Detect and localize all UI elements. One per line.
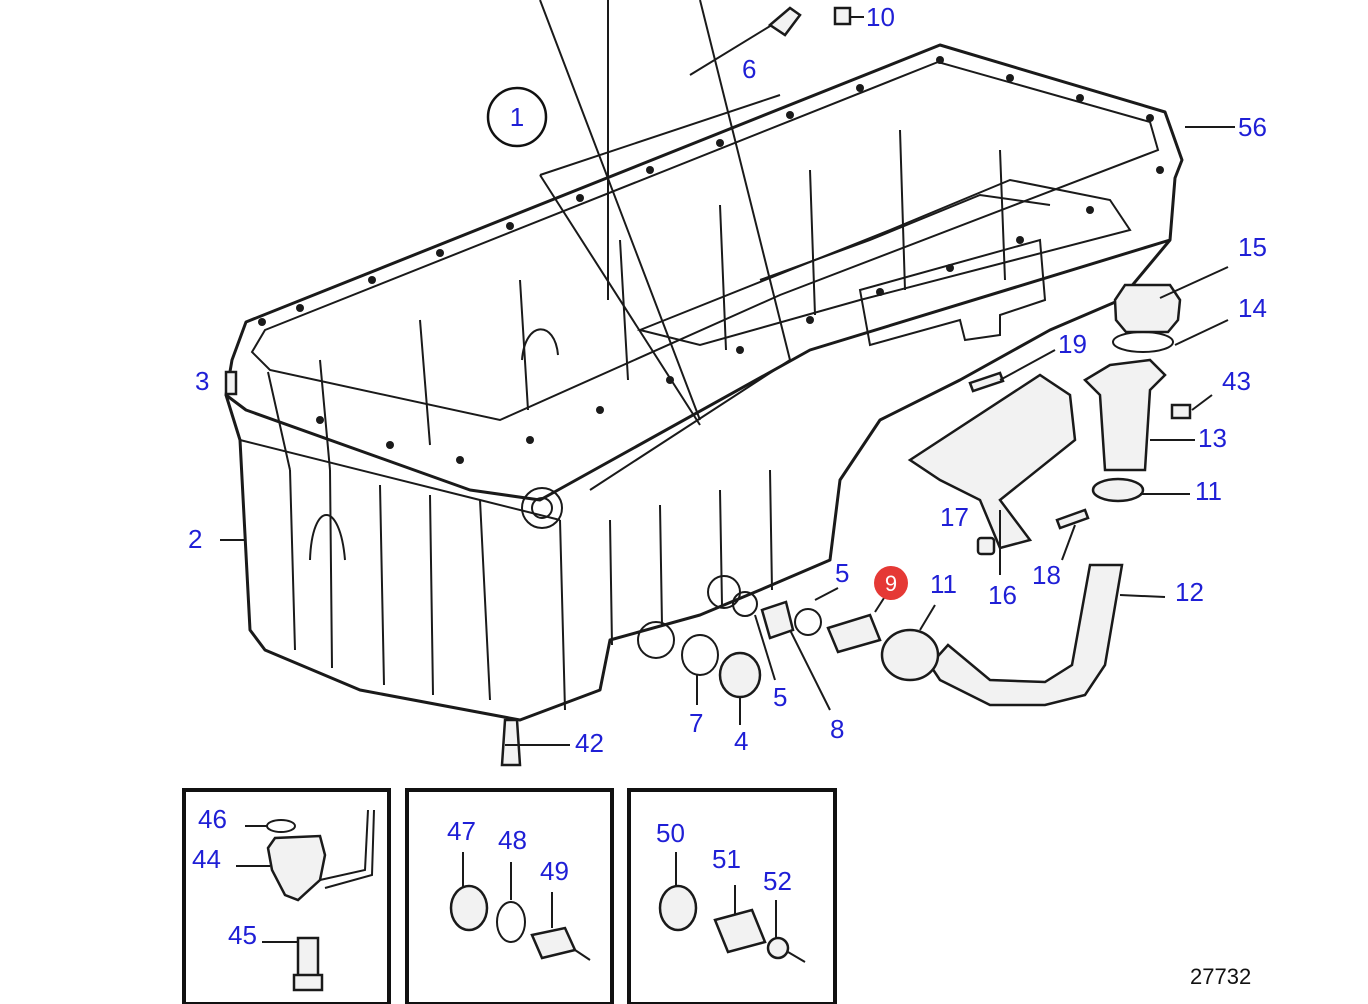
callout-43[interactable]: 43 [1222,366,1251,396]
callout-9[interactable]: 9 [885,571,897,596]
oil-fill-hose [928,563,1124,707]
callout-labels: 10 6 56 15 14 19 43 13 3 11 17 2 16 18 5… [188,2,1267,758]
callout-2[interactable]: 2 [188,524,202,554]
plug-8 [760,600,795,640]
leader-lines [220,16,1235,746]
o-ring-7 [681,634,719,676]
detail-box-2: 47 48 49 [405,788,614,1004]
detail-box-3: 50 51 52 [627,788,837,1004]
callout-12[interactable]: 12 [1175,577,1204,607]
hose-clamp-upper [1091,477,1145,503]
callout-14[interactable]: 14 [1238,293,1267,323]
plug-4 [718,651,762,699]
callout-11-lower[interactable]: 11 [930,569,957,599]
callout-19[interactable]: 19 [1058,329,1087,359]
callout-49[interactable]: 49 [540,856,569,886]
callout-6[interactable]: 6 [742,54,756,84]
callout-9-highlight[interactable] [874,566,908,600]
callout-3[interactable]: 3 [195,366,209,396]
callout-47[interactable]: 47 [447,816,476,846]
bolt-18 [1055,508,1090,530]
callout-13[interactable]: 13 [1198,423,1227,453]
drawing-reference-number: 27732 [1190,964,1251,989]
dipstick [689,6,802,76]
cap-o-ring [1112,331,1174,353]
callout-44[interactable]: 44 [192,844,221,874]
filler-cap [1113,283,1182,334]
adapter-9 [826,613,882,654]
callout-45[interactable]: 45 [228,920,257,950]
detail-circle [486,86,548,148]
callout-46[interactable]: 46 [198,804,227,834]
callout-52[interactable]: 52 [763,866,792,896]
bolt-43 [1170,403,1192,420]
callout-7[interactable]: 7 [689,708,703,738]
detail-circle-label: 1 [510,102,524,132]
seal-5-lower [732,591,758,617]
callout-18[interactable]: 18 [1032,560,1061,590]
mounting-bracket [907,373,1077,550]
screw-10 [833,6,852,26]
drain-plug-42 [500,718,522,767]
filler-neck [1082,358,1167,472]
detail-box-1: 46 44 45 [182,788,391,1004]
callout-42[interactable]: 42 [575,728,604,758]
callout-11-upper[interactable]: 11 [1195,476,1222,506]
spacer-17 [976,536,996,556]
oil-pan [224,43,1184,722]
callout-5-lower[interactable]: 5 [773,682,787,712]
hose-clamp-lower [880,628,940,682]
gasket-bolts [258,56,1164,464]
pin-3 [224,370,238,396]
callout-17[interactable]: 17 [940,502,969,532]
callout-10[interactable]: 10 [866,2,895,32]
bolt-19 [968,371,1005,393]
callout-56[interactable]: 56 [1238,112,1267,142]
callout-51[interactable]: 51 [712,844,741,874]
callout-5-upper[interactable]: 5 [835,558,849,588]
callout-16[interactable]: 16 [988,580,1017,610]
callout-50[interactable]: 50 [656,818,685,848]
callout-4[interactable]: 4 [734,726,748,756]
seal-5-upper [794,608,822,636]
callout-48[interactable]: 48 [498,825,527,855]
callout-15[interactable]: 15 [1238,232,1267,262]
callout-8[interactable]: 8 [830,714,844,744]
